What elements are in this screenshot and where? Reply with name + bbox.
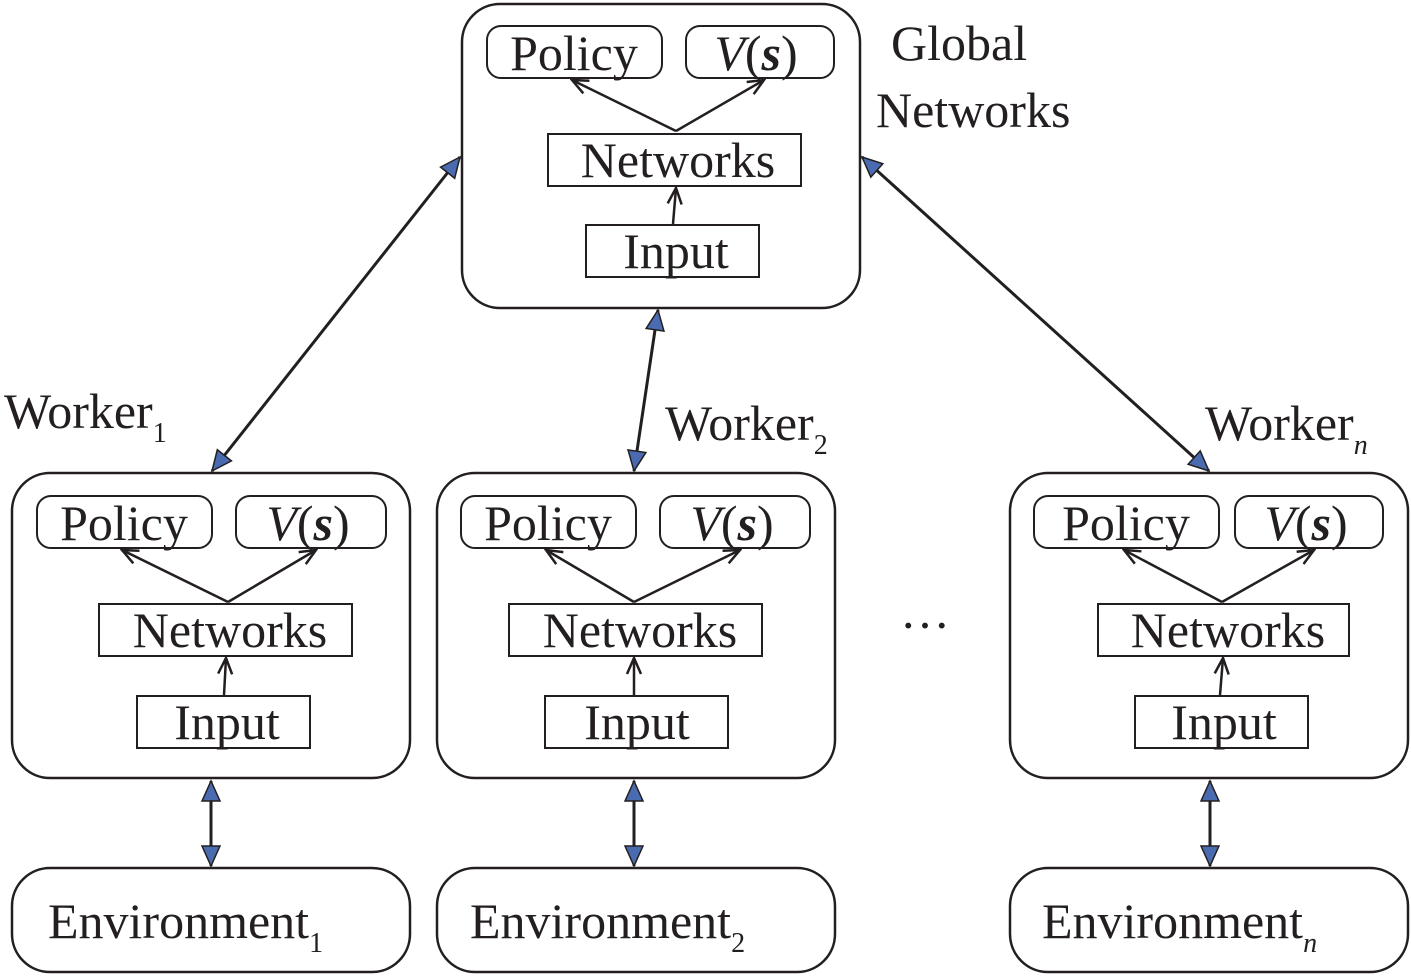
- worker-n-policy-label: Policy: [1062, 495, 1190, 551]
- global-worker-1-sync-arrow: [210, 155, 462, 473]
- global-network: Policy V(s) Networks Input: [460, 2, 862, 310]
- worker-n-policy-box: [1033, 495, 1220, 549]
- worker-1-policy-box: [36, 495, 213, 549]
- environment-2-label: Environment2: [470, 893, 745, 959]
- worker-2-networks-to-policy-arrow: [546, 550, 635, 604]
- worker-1-policy-label: Policy: [60, 495, 188, 551]
- global-networks-to-policy-arrow: [572, 80, 677, 133]
- global-networks-title-line1: Global: [891, 15, 1027, 71]
- global-worker-n-sync-arrow: [860, 155, 1211, 473]
- worker-2-policy-box: [460, 495, 637, 549]
- worker-n-input-box: [1134, 695, 1309, 749]
- worker-1-networks-to-value-arrow: [227, 550, 316, 604]
- worker-1-input-box: [136, 695, 311, 749]
- worker-1-value-box: [235, 495, 387, 549]
- global-input-box: [585, 224, 760, 278]
- global-value-box: [685, 25, 835, 79]
- environment-n-box: [1008, 866, 1410, 974]
- worker-2-networks-label: Networks: [543, 602, 737, 658]
- worker-1-input-label: Input: [174, 694, 280, 750]
- worker-2-policy-label: Policy: [484, 495, 612, 551]
- worker-n-networks-to-policy-arrow: [1124, 550, 1223, 604]
- global-input-to-networks-arrow: [673, 188, 676, 225]
- worker-n-value-label: V(s): [1264, 495, 1347, 551]
- worker-n-value-box: [1234, 495, 1384, 549]
- worker-n: Policy V(s) Networks Input: [1008, 471, 1410, 780]
- worker-2-input-box: [544, 695, 729, 749]
- worker-n-networks-to-value-arrow: [1221, 550, 1314, 604]
- global-worker-2-sync-arrow: [627, 308, 665, 473]
- worker-2-networks-to-value-arrow: [633, 550, 740, 604]
- worker-1-networks-box: [98, 603, 353, 657]
- worker-1-networks-to-policy-arrow: [122, 550, 229, 604]
- worker-2-title: Worker2: [665, 395, 828, 461]
- worker-n-networks-label: Networks: [1131, 602, 1325, 658]
- global-networks-label: Networks: [581, 132, 775, 188]
- worker-2-value-label: V(s): [690, 495, 773, 551]
- worker-n-title: Workern: [1205, 395, 1368, 461]
- ellipsis: …: [900, 583, 950, 639]
- worker-2-input-label: Input: [584, 694, 690, 750]
- worker-2: Policy V(s) Networks Input: [435, 471, 837, 780]
- environment-1-label: Environment1: [48, 893, 323, 959]
- worker-1-title: Worker1: [4, 383, 167, 449]
- global-policy-box: [486, 25, 663, 79]
- worker-1: Policy V(s) Networks Input: [10, 471, 412, 780]
- global-networks-box: [547, 133, 802, 187]
- global-input-label: Input: [623, 223, 729, 279]
- worker-n-input-to-networks-arrow: [1220, 658, 1223, 696]
- worker-n-networks-box: [1097, 603, 1350, 657]
- global-networks-title-line2: Networks: [876, 82, 1070, 138]
- global-policy-label: Policy: [510, 25, 638, 81]
- environment-n-label: Environmentn: [1042, 893, 1317, 959]
- worker-1-value-label: V(s): [266, 495, 349, 551]
- environment-1-box: [10, 866, 412, 974]
- worker-2-value-box: [659, 495, 811, 549]
- worker-2-networks-box: [508, 603, 763, 657]
- global-networks-to-value-arrow: [675, 80, 764, 133]
- environment-2-box: [435, 866, 837, 974]
- worker-1-networks-label: Networks: [133, 602, 327, 658]
- global-value-label: V(s): [714, 25, 797, 81]
- worker-n-input-label: Input: [1171, 694, 1277, 750]
- worker-1-input-to-networks-arrow: [224, 658, 226, 696]
